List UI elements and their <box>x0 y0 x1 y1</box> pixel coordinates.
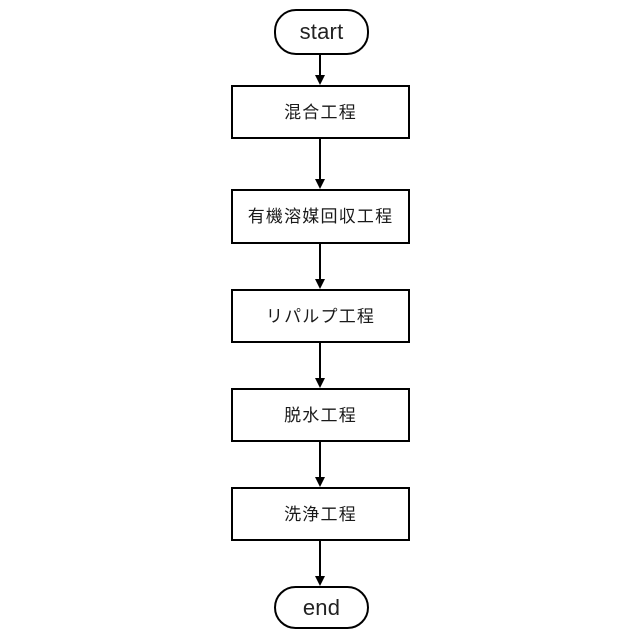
node-step4[interactable]: 脱水工程 <box>231 388 410 442</box>
node-start[interactable]: start <box>274 9 369 55</box>
node-label-step1: 混合工程 <box>284 102 357 122</box>
edge-line <box>319 139 321 181</box>
edge-line <box>319 541 321 578</box>
arrowhead-icon <box>315 477 325 487</box>
edge-line <box>319 55 321 77</box>
edge-step4-to-step5 <box>315 442 325 487</box>
arrowhead-icon <box>315 179 325 189</box>
arrowhead-icon <box>315 75 325 85</box>
node-step2[interactable]: 有機溶媒回収工程 <box>231 189 410 244</box>
arrowhead-icon <box>315 279 325 289</box>
node-label-end: end <box>302 594 341 620</box>
node-label-step3: リパルプ工程 <box>265 306 376 326</box>
arrowhead-icon <box>315 576 325 586</box>
edge-line <box>319 244 321 281</box>
node-label-step4: 脱水工程 <box>284 405 357 425</box>
edge-step2-to-step3 <box>315 244 325 289</box>
edge-line <box>319 343 321 380</box>
node-step5[interactable]: 洗浄工程 <box>231 487 410 541</box>
node-label-start: start <box>299 19 344 44</box>
node-label-step5: 洗浄工程 <box>284 504 357 524</box>
node-label-step2: 有機溶媒回収工程 <box>247 207 394 226</box>
edge-step3-to-step4 <box>315 343 325 388</box>
arrowhead-icon <box>315 378 325 388</box>
node-end[interactable]: end <box>274 586 369 629</box>
edge-line <box>319 442 321 479</box>
node-step1[interactable]: 混合工程 <box>231 85 410 139</box>
edge-step5-to-end <box>315 541 325 586</box>
edge-step1-to-step2 <box>315 139 325 189</box>
edge-start-to-step1 <box>315 55 325 85</box>
node-step3[interactable]: リパルプ工程 <box>231 289 410 343</box>
